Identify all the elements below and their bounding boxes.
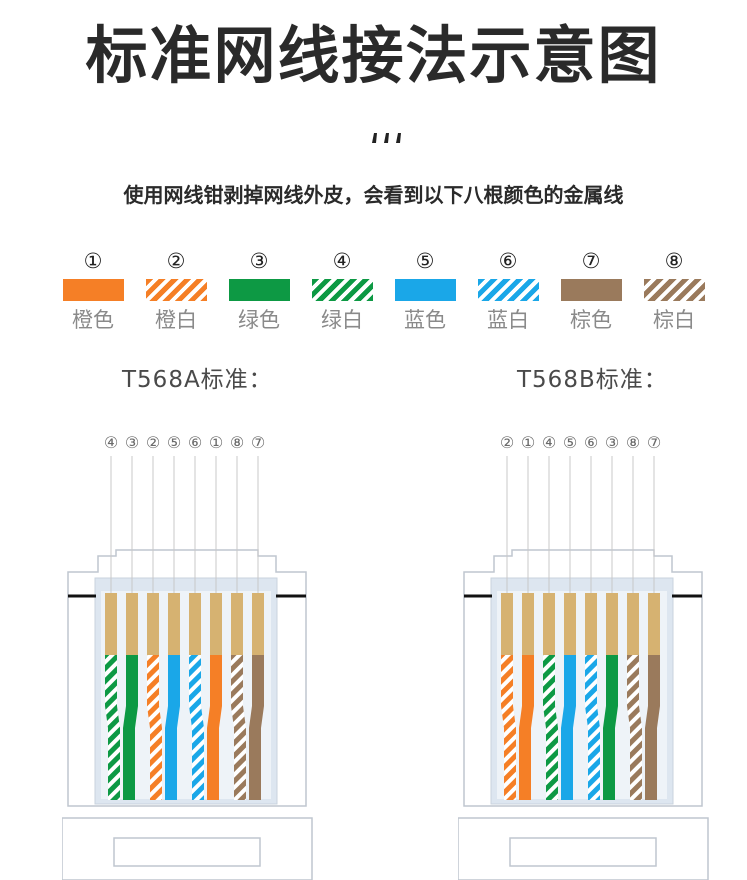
legend-item: ⑦ 棕色 (559, 248, 623, 333)
legend-number: ③ (249, 249, 269, 273)
legend-number: ② (166, 249, 186, 273)
legend-item: ⑤ 蓝色 (393, 248, 457, 333)
wire-blue-white (189, 655, 204, 800)
gold-contact (564, 593, 576, 655)
legend-item: ⑥ 蓝白 (476, 248, 540, 333)
gold-contact (252, 593, 264, 655)
pin-number: ⑦ (647, 433, 661, 452)
pin-number: ③ (605, 433, 619, 452)
legend-number: ⑧ (664, 249, 684, 273)
legend-item: ② 橙白 (144, 248, 208, 333)
subtitle: 使用网线钳剥掉网线外皮，会看到以下八根颜色的金属线 (123, 183, 624, 207)
wire-brown (249, 655, 264, 800)
gold-contact (105, 593, 117, 655)
legend-number: ① (83, 249, 103, 273)
legend-swatch (560, 279, 622, 301)
plug-latch (113, 837, 261, 867)
wire-blue (165, 655, 180, 800)
pin-number: ① (209, 433, 223, 452)
wire-orange (519, 655, 534, 800)
gold-contact (210, 593, 222, 655)
pin-number: ② (500, 433, 514, 452)
pin-number: ⑤ (167, 433, 181, 452)
t568a-title: T568A标准： (122, 367, 273, 393)
legend-swatch (62, 279, 124, 301)
pin-number: ④ (104, 433, 118, 452)
legend-number: ⑦ (581, 249, 601, 273)
legend-item: ④ 绿白 (310, 248, 374, 333)
legend-number: ⑤ (415, 249, 435, 273)
pin-number: ⑥ (188, 433, 202, 452)
gold-contact (501, 593, 513, 655)
gold-contact (522, 593, 534, 655)
wire-green-white (543, 655, 558, 800)
legend-label: 绿色 (238, 308, 280, 332)
gold-contact (189, 593, 201, 655)
gold-contact (627, 593, 639, 655)
wire-orange-white (147, 655, 162, 800)
gold-contact (585, 593, 597, 655)
legend-item: ③ 绿色 (227, 248, 291, 333)
pin-number: ④ (542, 433, 556, 452)
gold-contact (126, 593, 138, 655)
pin-number: ⑤ (563, 433, 577, 452)
legend-label: 蓝色 (404, 308, 446, 332)
wire-brown (645, 655, 660, 800)
pin-number: ⑥ (584, 433, 598, 452)
wire-orange (207, 655, 222, 800)
gold-contact (231, 593, 243, 655)
t568b-title: T568B标准： (517, 367, 668, 393)
wire-brown-white (231, 655, 246, 800)
legend-swatch (311, 279, 373, 301)
pin-number: ② (146, 433, 160, 452)
decorative-ticks-icon (372, 133, 401, 143)
legend-number: ⑥ (498, 249, 518, 273)
legend-number: ④ (332, 249, 352, 273)
gold-contact (606, 593, 618, 655)
legend-swatch (394, 279, 456, 301)
legend-label: 蓝白 (487, 308, 529, 332)
gold-contact (648, 593, 660, 655)
legend-label: 绿白 (321, 308, 363, 332)
plug-latch (509, 837, 657, 867)
legend-label: 橙色 (72, 308, 114, 332)
page-title: 标准网线接法示意图 (85, 19, 662, 92)
wire-brown-white (627, 655, 642, 800)
legend-item: ⑧ 棕白 (642, 248, 706, 333)
legend-label: 棕白 (653, 308, 695, 332)
wire-green (603, 655, 618, 800)
pin-number: ⑧ (626, 433, 640, 452)
pin-number: ③ (125, 433, 139, 452)
legend-swatch (477, 279, 539, 301)
legend-swatch (145, 279, 207, 301)
wire-blue-white (585, 655, 600, 800)
wire-orange-white (501, 655, 516, 800)
legend-swatch (228, 279, 290, 301)
pin-number: ⑦ (251, 433, 265, 452)
wire-green-white (105, 655, 120, 800)
gold-contact (168, 593, 180, 655)
legend-label: 棕色 (570, 308, 612, 332)
legend-item: ① 橙色 (61, 248, 125, 333)
gold-contact (543, 593, 555, 655)
legend-label: 橙白 (155, 308, 197, 332)
wire-blue (561, 655, 576, 800)
gold-contact (147, 593, 159, 655)
pin-number: ① (521, 433, 535, 452)
legend-swatch (643, 279, 705, 301)
wire-green (123, 655, 138, 800)
pin-number: ⑧ (230, 433, 244, 452)
